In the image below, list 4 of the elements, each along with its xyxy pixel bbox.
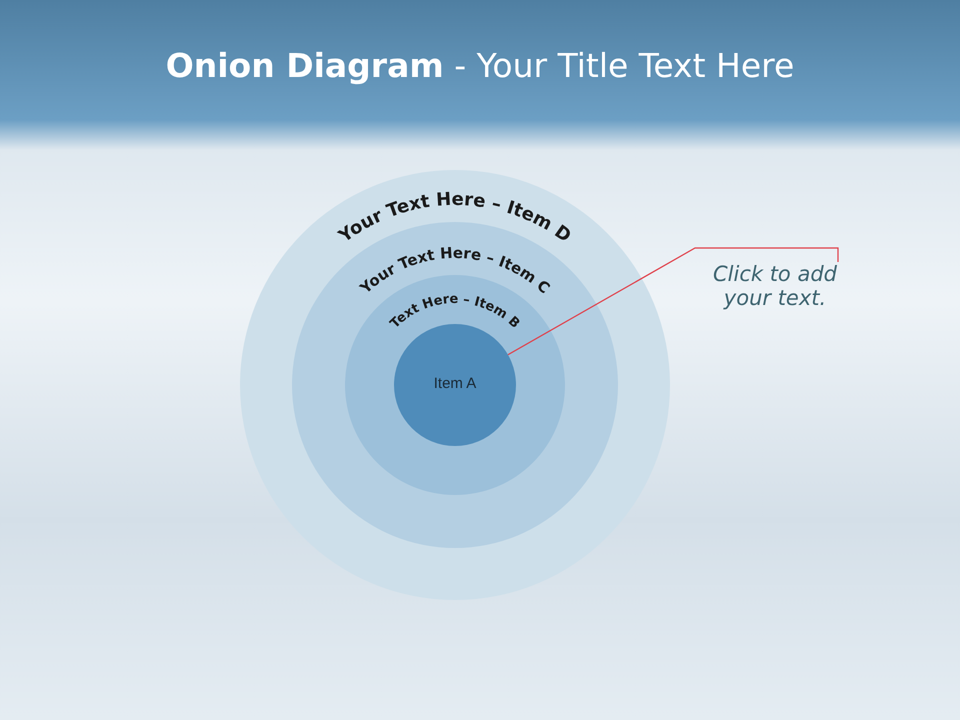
slide-title: Onion Diagram - Your Title Text Here xyxy=(164,46,796,85)
note-text: Click to add your text. xyxy=(700,262,850,310)
leader-line xyxy=(508,247,839,356)
core-label: Item A xyxy=(432,375,478,392)
